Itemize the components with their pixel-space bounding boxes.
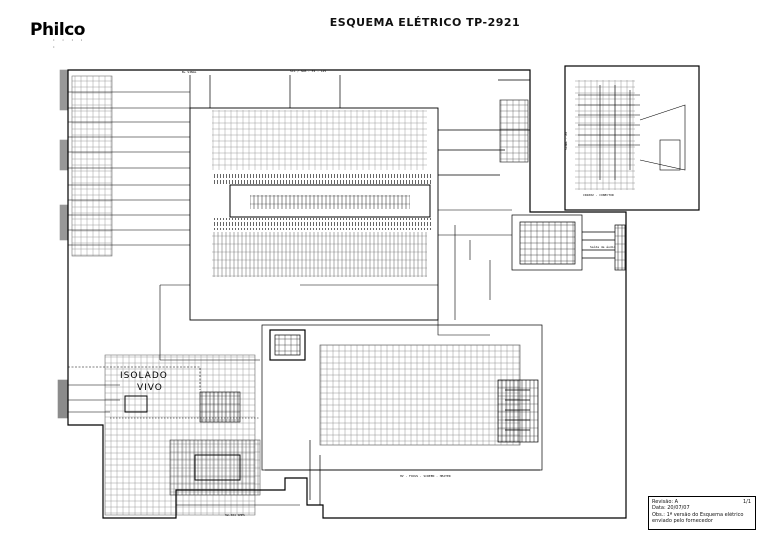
revision-notes-cont: enviado pelo fornecedor: [652, 518, 713, 525]
revision-box: Revisão: A 1/1 Data: 20/07/07 Obs.: 1ª v…: [648, 496, 756, 530]
brand-tagline: · · · · ·: [52, 37, 85, 51]
svg-text:B+ SINAL: B+ SINAL: [182, 70, 197, 74]
right-connector-block: [511, 214, 626, 271]
brand-name: Philco: [30, 20, 85, 40]
isolado-label: ISOLADO: [120, 371, 168, 381]
document-title: ESQUEMA ELÉTRICO TP-2921: [329, 16, 521, 29]
page-number: 1/1: [742, 499, 751, 505]
philco-logo: Philco · · · · ·: [30, 20, 90, 51]
svg-text:CN1002 · CONECTOR: CN1002 · CONECTOR: [583, 193, 614, 197]
main-ic-block: [189, 107, 439, 321]
main-board-outline: [67, 69, 627, 519]
svg-text:HV · FOCUS · SCREEN · HEATER: HV · FOCUS · SCREEN · HEATER: [400, 474, 451, 478]
svg-text:SW-304 SMPS: SW-304 SMPS: [225, 513, 245, 517]
svg-text:SCL / SDA · 5V · 12V: SCL / SDA · 5V · 12V: [290, 69, 326, 73]
left-input-section: [59, 69, 190, 257]
sub-board-outline: [564, 65, 700, 211]
deflection-section: [261, 324, 543, 505]
revision-date: Data: 20/07/07: [652, 505, 690, 512]
vivo-label: VIVO: [137, 383, 163, 393]
revision-notes: Obs.: 1ª versão do Esquema elétrico: [652, 511, 744, 518]
revision-label: Revisão: A: [652, 499, 679, 505]
svg-text:Saída de áudio: Saída de áudio: [590, 245, 615, 249]
svg-text:SINAL · AV: SINAL · AV: [564, 132, 568, 150]
